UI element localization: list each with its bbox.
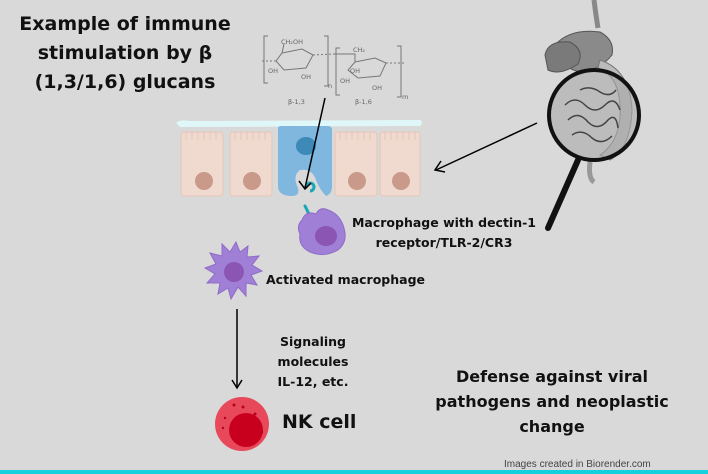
beta-16-label: β-1,6 bbox=[355, 98, 372, 106]
magnifier-handle bbox=[545, 157, 581, 231]
activated-macrophage-label: Activated macrophage bbox=[266, 272, 426, 287]
signaling-label-line-1: Signaling molecules bbox=[277, 334, 349, 369]
glucan-particle bbox=[304, 181, 316, 193]
title-line-2: stimulation by β bbox=[37, 42, 213, 64]
small-intestine-loops bbox=[564, 87, 621, 143]
beta-13-label: β-1,3 bbox=[288, 98, 305, 106]
sugar-ring-2 bbox=[347, 57, 387, 79]
subscript-m: m bbox=[402, 93, 408, 101]
defense-outcome-label: Defense against viral pathogens and neop… bbox=[412, 364, 692, 439]
liver bbox=[544, 41, 581, 73]
diagram-title: Example of immune stimulation by β (1,3/… bbox=[0, 10, 250, 97]
activated-macrophage-nucleus bbox=[224, 262, 244, 282]
macrophage-label-line-2: receptor/TLR-2/CR3 bbox=[375, 235, 513, 250]
oh-label: OH bbox=[301, 73, 311, 81]
signaling-label: Signaling molecules IL-12, etc. bbox=[246, 332, 380, 392]
defense-line-3: change bbox=[519, 417, 585, 436]
epithelial-cell bbox=[379, 131, 421, 197]
title-line-3: (1,3/1,6) glucans bbox=[34, 71, 216, 93]
ch2oh-label: CH₂OH bbox=[281, 38, 303, 46]
macrophage-label: Macrophage with dectin-1 receptor/TLR-2/… bbox=[344, 213, 544, 253]
title-line-1: Example of immune bbox=[19, 13, 231, 35]
bracket-left-2 bbox=[335, 47, 340, 96]
ch2-label: CH₂ bbox=[353, 46, 365, 54]
defense-line-2: pathogens and neoplastic bbox=[435, 392, 669, 411]
mucus-layer bbox=[176, 120, 422, 127]
nk-cell-label: NK cell bbox=[282, 411, 357, 433]
macrophage-nucleus bbox=[315, 226, 337, 246]
signaling-label-line-2: IL-12, etc. bbox=[277, 374, 349, 389]
oh-label: OH bbox=[350, 67, 360, 75]
epithelial-cell bbox=[180, 131, 224, 197]
bracket-right-2 bbox=[397, 45, 402, 98]
subscript-n: n bbox=[328, 82, 332, 90]
magnifier-lens bbox=[547, 68, 641, 162]
epithelial-cell bbox=[229, 131, 273, 197]
nk-cell-nucleus bbox=[229, 413, 263, 447]
bracket-left-1 bbox=[263, 35, 268, 84]
esophagus bbox=[591, 0, 601, 29]
oh-label: OH bbox=[340, 77, 350, 85]
image-credit: Images created in Biorender.com bbox=[504, 459, 651, 470]
epithelial-cell bbox=[334, 131, 378, 197]
oh-label: OH bbox=[268, 67, 278, 75]
m-cell bbox=[278, 126, 332, 196]
oh-label: OH bbox=[372, 84, 382, 92]
defense-line-1: Defense against viral bbox=[455, 367, 649, 386]
appendix bbox=[587, 161, 596, 185]
macrophage-label-line-1: Macrophage with dectin-1 bbox=[351, 215, 537, 230]
bracket-right-1 bbox=[324, 35, 329, 87]
accent-bar bbox=[0, 470, 708, 474]
